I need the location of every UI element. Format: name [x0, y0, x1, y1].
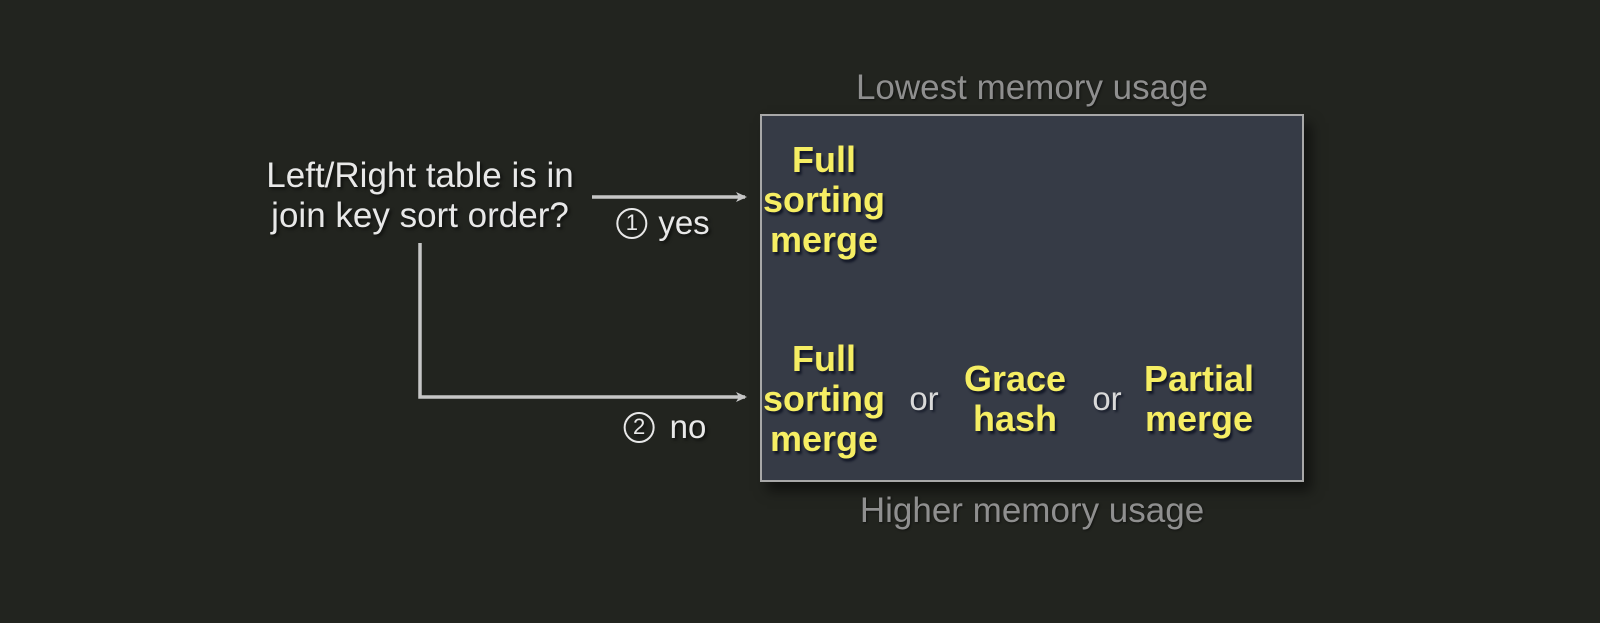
question-line-2: join key sort order?	[271, 196, 569, 235]
yes-text: yes	[658, 204, 710, 241]
question-text: Left/Right table is in join key sort ord…	[266, 156, 573, 236]
caption-lowest-memory: Lowest memory usage	[855, 68, 1209, 107]
option-partial-merge: Partial merge	[1144, 359, 1254, 439]
option-line: Partial	[1143, 358, 1255, 399]
or-separator-1: or	[909, 380, 939, 417]
branch-no-label: 2 no	[623, 408, 707, 446]
option-line: sorting	[763, 179, 885, 220]
or-separator-2: or	[1092, 380, 1122, 417]
algorithms-box: Full sorting merge Full sorting merge or…	[760, 114, 1304, 482]
circled-one-icon: 1	[616, 207, 648, 239]
caption-higher-memory: Higher memory usage	[859, 491, 1205, 530]
no-elbow-arrow	[418, 243, 747, 402]
branch-yes-label: 1 yes	[616, 204, 710, 242]
option-grace-hash: Grace hash	[964, 359, 1066, 439]
option-line: merge	[769, 418, 879, 459]
no-text: no	[669, 408, 707, 445]
option-line: Grace	[963, 358, 1067, 399]
option-line: hash	[972, 398, 1058, 439]
option-line: merge	[769, 219, 879, 260]
option-line: merge	[1144, 398, 1254, 439]
question-line-1: Left/Right table is in	[266, 156, 574, 195]
option-full-sorting-merge-sorted: Full sorting merge	[763, 140, 885, 260]
option-line: Full	[792, 139, 856, 180]
option-full-sorting-merge-unsorted: Full sorting merge	[763, 339, 885, 459]
option-line: sorting	[763, 378, 885, 419]
option-line: Full	[792, 338, 856, 379]
circled-two-icon: 2	[623, 411, 655, 443]
